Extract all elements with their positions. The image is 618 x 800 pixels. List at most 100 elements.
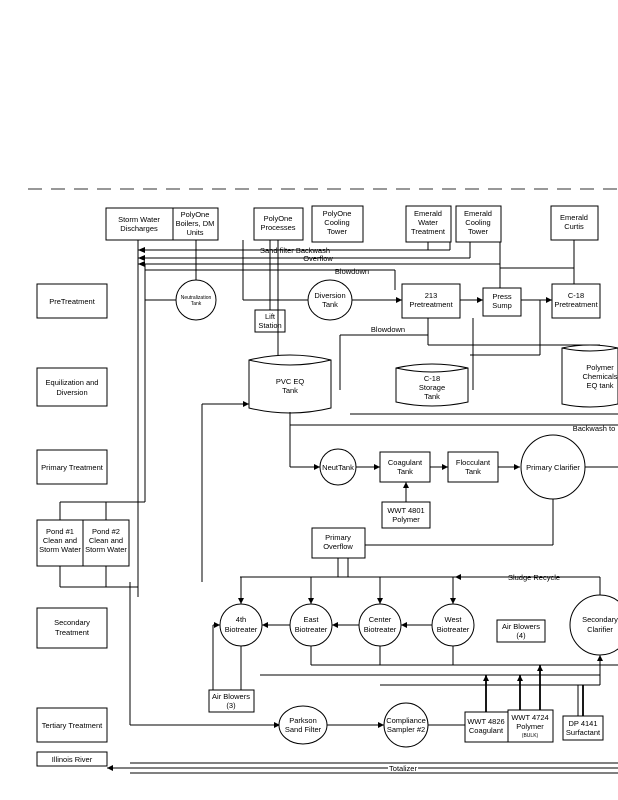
wwt-4724-l1: WWT 4724 — [511, 713, 548, 722]
stage-equalization: Equilization and Diversion — [36, 367, 108, 407]
label-backwash-to: Backwash to — [573, 424, 616, 433]
source-polyone-boilers-l1: PolyOne — [181, 210, 210, 219]
secondary-clarifier-l1: Secondary — [582, 615, 618, 624]
source-emerald-curtis-l1: Emerald — [560, 213, 588, 222]
flocculant-tank: Flocculant Tank — [447, 451, 499, 483]
parkson-l1: Parkson — [289, 716, 317, 725]
bio-4th-l1: 4th — [236, 615, 246, 624]
neut-tank-label: NeutTank — [322, 463, 354, 472]
stage-river: Illinois River — [36, 751, 108, 767]
wwt-4724-polymer: WWT 4724 Polymer (BULK) — [507, 709, 554, 743]
neutralization-tank-l1: Neutralization — [181, 295, 212, 301]
wwt-4801-l1: WWT 4801 — [387, 506, 424, 515]
stage-secondary-label-2: Treatment — [55, 628, 90, 637]
stage-tertiary: Tertiary Treatment — [36, 707, 108, 743]
neutralization-tank: Neutralization Tank — [175, 279, 217, 321]
diversion-tank-l1: Diversion — [314, 291, 345, 300]
pvc-eq-tank-l2: Tank — [282, 386, 298, 395]
wwt-4801-polymer: WWT 4801 Polymer — [381, 501, 431, 529]
press-sump: Press Sump — [482, 287, 522, 317]
primary-clarifier-label: Primary Clarifier — [526, 463, 580, 472]
bio-4th-l2: Biotreater — [225, 625, 258, 634]
pvc-eq-tank: PVC EQ Tank — [248, 354, 332, 414]
primary-overflow-l1: Primary — [325, 533, 351, 542]
biotreater-west: West Biotreater — [431, 603, 475, 647]
bio-west-l2: Biotreater — [437, 625, 470, 634]
pond-1-l2: Clean and — [43, 536, 77, 545]
wwt-4826-l1: WWT 4826 — [467, 717, 504, 726]
c18-storage-l2: Storage — [419, 383, 445, 392]
biotreater-4th: 4th Biotreater — [219, 603, 263, 647]
label-totalizer: Totalizer — [389, 764, 417, 773]
stage-equalization-label-1: Equilization and — [46, 378, 99, 387]
source-storm-water-l1: Storm Water — [118, 215, 160, 224]
bio-center-l1: Center — [369, 615, 392, 624]
press-sump-l1: Press — [492, 292, 511, 301]
air-blowers-3: Air Blowers (3) — [208, 689, 255, 713]
source-emerald-cooling: Emerald Cooling Tower — [455, 205, 502, 243]
stage-pretreatment-label: PreTreatment — [49, 297, 95, 306]
primary-clarifier: Primary Clarifier — [520, 434, 586, 500]
c18-storage-l1: C-18 — [424, 374, 440, 383]
air-blowers-4-l1: Air Blowers — [502, 622, 540, 631]
stage-secondary-label-1: Secondary — [54, 618, 90, 627]
bio-west-l1: West — [445, 615, 463, 624]
dp-4141-surfactant: DP 4141 Surfactant — [562, 715, 604, 741]
pretreatment-213-l2: Pretreatment — [409, 300, 453, 309]
pond-2-l2: Clean and — [89, 536, 123, 545]
biotreater-center: Center Biotreater — [358, 603, 402, 647]
source-emerald-curtis: Emerald Curtis — [550, 205, 599, 241]
biotreater-east: East Biotreater — [289, 603, 333, 647]
source-emerald-cooling-l2: Cooling — [465, 218, 490, 227]
compliance-l1: Compliance — [386, 716, 426, 725]
bio-east-l2: Biotreater — [295, 625, 328, 634]
pvc-eq-tank-l1: PVC EQ — [276, 377, 305, 386]
source-polyone-cooling: PolyOne Cooling Tower — [311, 205, 364, 243]
neut-tank: NeutTank — [319, 448, 357, 486]
pond-1-l3: Storm Water — [39, 545, 81, 554]
source-polyone-cooling-l1: PolyOne — [323, 209, 352, 218]
compliance-sampler: Compliance Sampler #2 — [383, 702, 429, 748]
secondary-clarifier: Secondary Clarifier — [569, 594, 618, 656]
bio-east-l1: East — [303, 615, 319, 624]
c18-storage-l3: Tank — [424, 392, 440, 401]
secondary-clarifier-l2: Clarifier — [587, 625, 613, 634]
dp-4141-l2: Surfactant — [566, 728, 601, 737]
stage-primary-label: Primary Treatment — [41, 463, 104, 472]
pond-1-l1: Pond #1 — [46, 527, 74, 536]
label-blowdown-2: Blowdown — [371, 325, 405, 334]
neutralization-tank-l2: Tank — [191, 301, 202, 307]
diversion-tank-l2: Tank — [322, 300, 338, 309]
source-polyone-boilers-l3: Units — [186, 228, 203, 237]
pretreatment-213-l1: 213 — [425, 291, 438, 300]
parkson-sand-filter: Parkson Sand Filter — [278, 705, 328, 745]
wwt-4801-l2: Polymer — [392, 515, 420, 524]
c18-pretreatment: C-18 Pretreatment — [551, 283, 601, 319]
air-blowers-4: Air Blowers (4) — [496, 619, 546, 643]
stage-primary: Primary Treatment — [36, 449, 108, 485]
diversion-tank: Diversion Tank — [307, 279, 353, 321]
polymer-chemicals-l1: Polymer — [586, 363, 614, 372]
primary-overflow-l2: Overflow — [323, 542, 353, 551]
polymer-chemicals-tank: Polymer Chemicals EQ tank — [561, 344, 618, 408]
lift-station-l1: Lift — [265, 312, 276, 321]
source-emerald-curtis-l2: Curtis — [564, 222, 584, 231]
source-storm-water: Storm Water Discharges — [105, 207, 174, 241]
press-sump-l2: Sump — [492, 301, 512, 310]
source-polyone-processes-l2: Processes — [260, 223, 295, 232]
label-sludge-recycle: Sludge Recycle — [508, 573, 560, 582]
pond-2-l3: Storm Water — [85, 545, 127, 554]
stage-tertiary-label: Tertiary Treatment — [42, 721, 103, 730]
source-polyone-boilers-l2: Boilers, DM — [176, 219, 215, 228]
source-polyone-processes-l1: PolyOne — [264, 214, 293, 223]
source-emerald-water: Emerald Water Treatment — [405, 205, 452, 243]
source-storm-water-l2: Discharges — [120, 224, 158, 233]
wwt-4724-l2: Polymer — [516, 722, 544, 731]
polymer-chemicals-l3: EQ tank — [586, 381, 613, 390]
stage-pretreatment: PreTreatment — [36, 283, 108, 319]
wwt-4826-l2: Coagulant — [469, 726, 504, 735]
dp-4141-l1: DP 4141 — [568, 719, 597, 728]
source-polyone-cooling-l2: Cooling — [324, 218, 349, 227]
c18-pretreatment-l2: Pretreatment — [554, 300, 598, 309]
